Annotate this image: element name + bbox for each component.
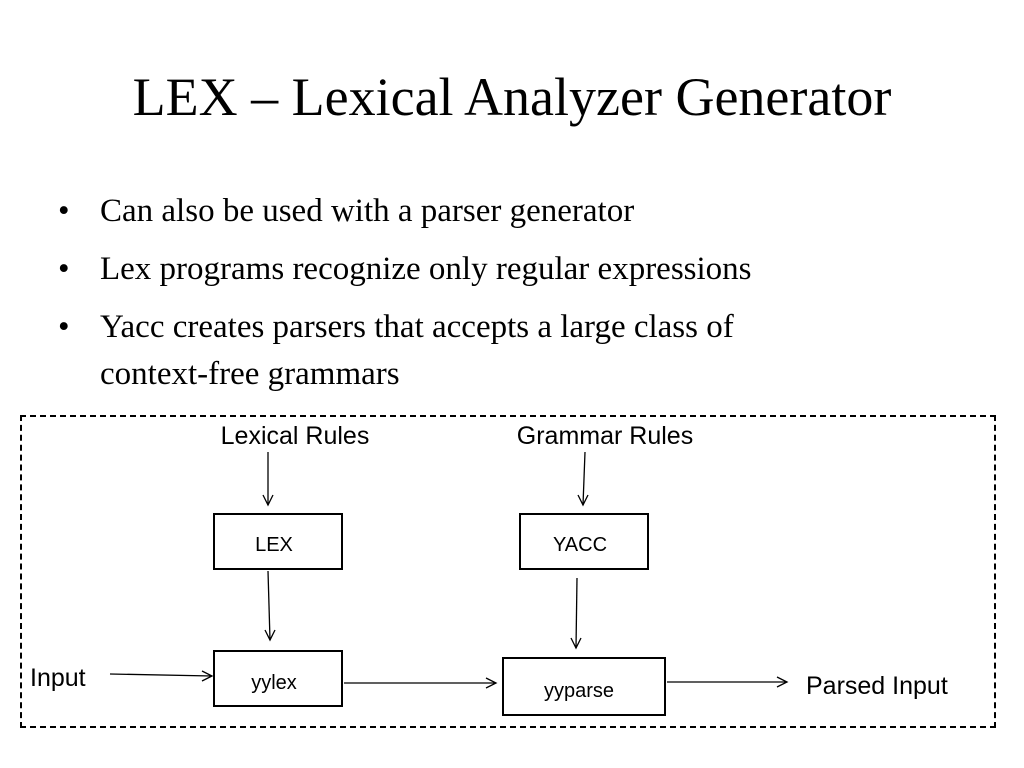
bullet-marker: • — [58, 193, 70, 229]
edge-lex-to-yylex — [264, 570, 276, 642]
bullet-item: • Can also be used with a parser generat… — [58, 188, 958, 235]
yyparse-node-label: yyparse — [544, 680, 614, 702]
yylex-node-label: yylex — [251, 672, 297, 694]
input-label: Input — [30, 664, 86, 692]
grammar-rules-label: Grammar Rules — [517, 422, 693, 450]
bullet-text: Lex programs recognize only regular expr… — [100, 251, 752, 287]
edge-yylex-to-yyparse — [344, 677, 498, 689]
yyparse-node: yyparse — [502, 657, 666, 716]
bullet-list: • Can also be used with a parser generat… — [58, 188, 958, 409]
yacc-node: YACC — [519, 513, 649, 570]
parsed-input-label: Parsed Input — [806, 672, 948, 700]
edge-yacc-to-yyparse — [570, 577, 582, 650]
bullet-item: • Lex programs recognize only regular ex… — [58, 246, 958, 293]
yylex-node: yylex — [213, 650, 343, 707]
bullet-text: Yacc creates parsers that accepts a larg… — [100, 309, 734, 345]
yacc-node-label: YACC — [553, 534, 607, 556]
bullet-marker: • — [58, 309, 70, 345]
lex-node: LEX — [213, 513, 343, 570]
edge-lexical-rules-to-lex — [262, 452, 274, 507]
lexical-rules-label: Lexical Rules — [221, 422, 370, 450]
diagram-frame — [20, 415, 996, 728]
bullet-text: Can also be used with a parser generator — [100, 193, 635, 229]
bullet-text: context-free grammars — [100, 356, 400, 392]
lex-node-label: LEX — [255, 534, 293, 556]
edge-grammar-rules-to-yacc — [577, 451, 589, 507]
edge-input-to-yylex — [109, 670, 214, 682]
bullet-marker: • — [58, 251, 70, 287]
edge-yyparse-to-parsed-input — [667, 676, 789, 688]
slide-title: LEX – Lexical Analyzer Generator — [132, 67, 892, 127]
bullet-item: • Yacc creates parsers that accepts a la… — [58, 304, 958, 398]
